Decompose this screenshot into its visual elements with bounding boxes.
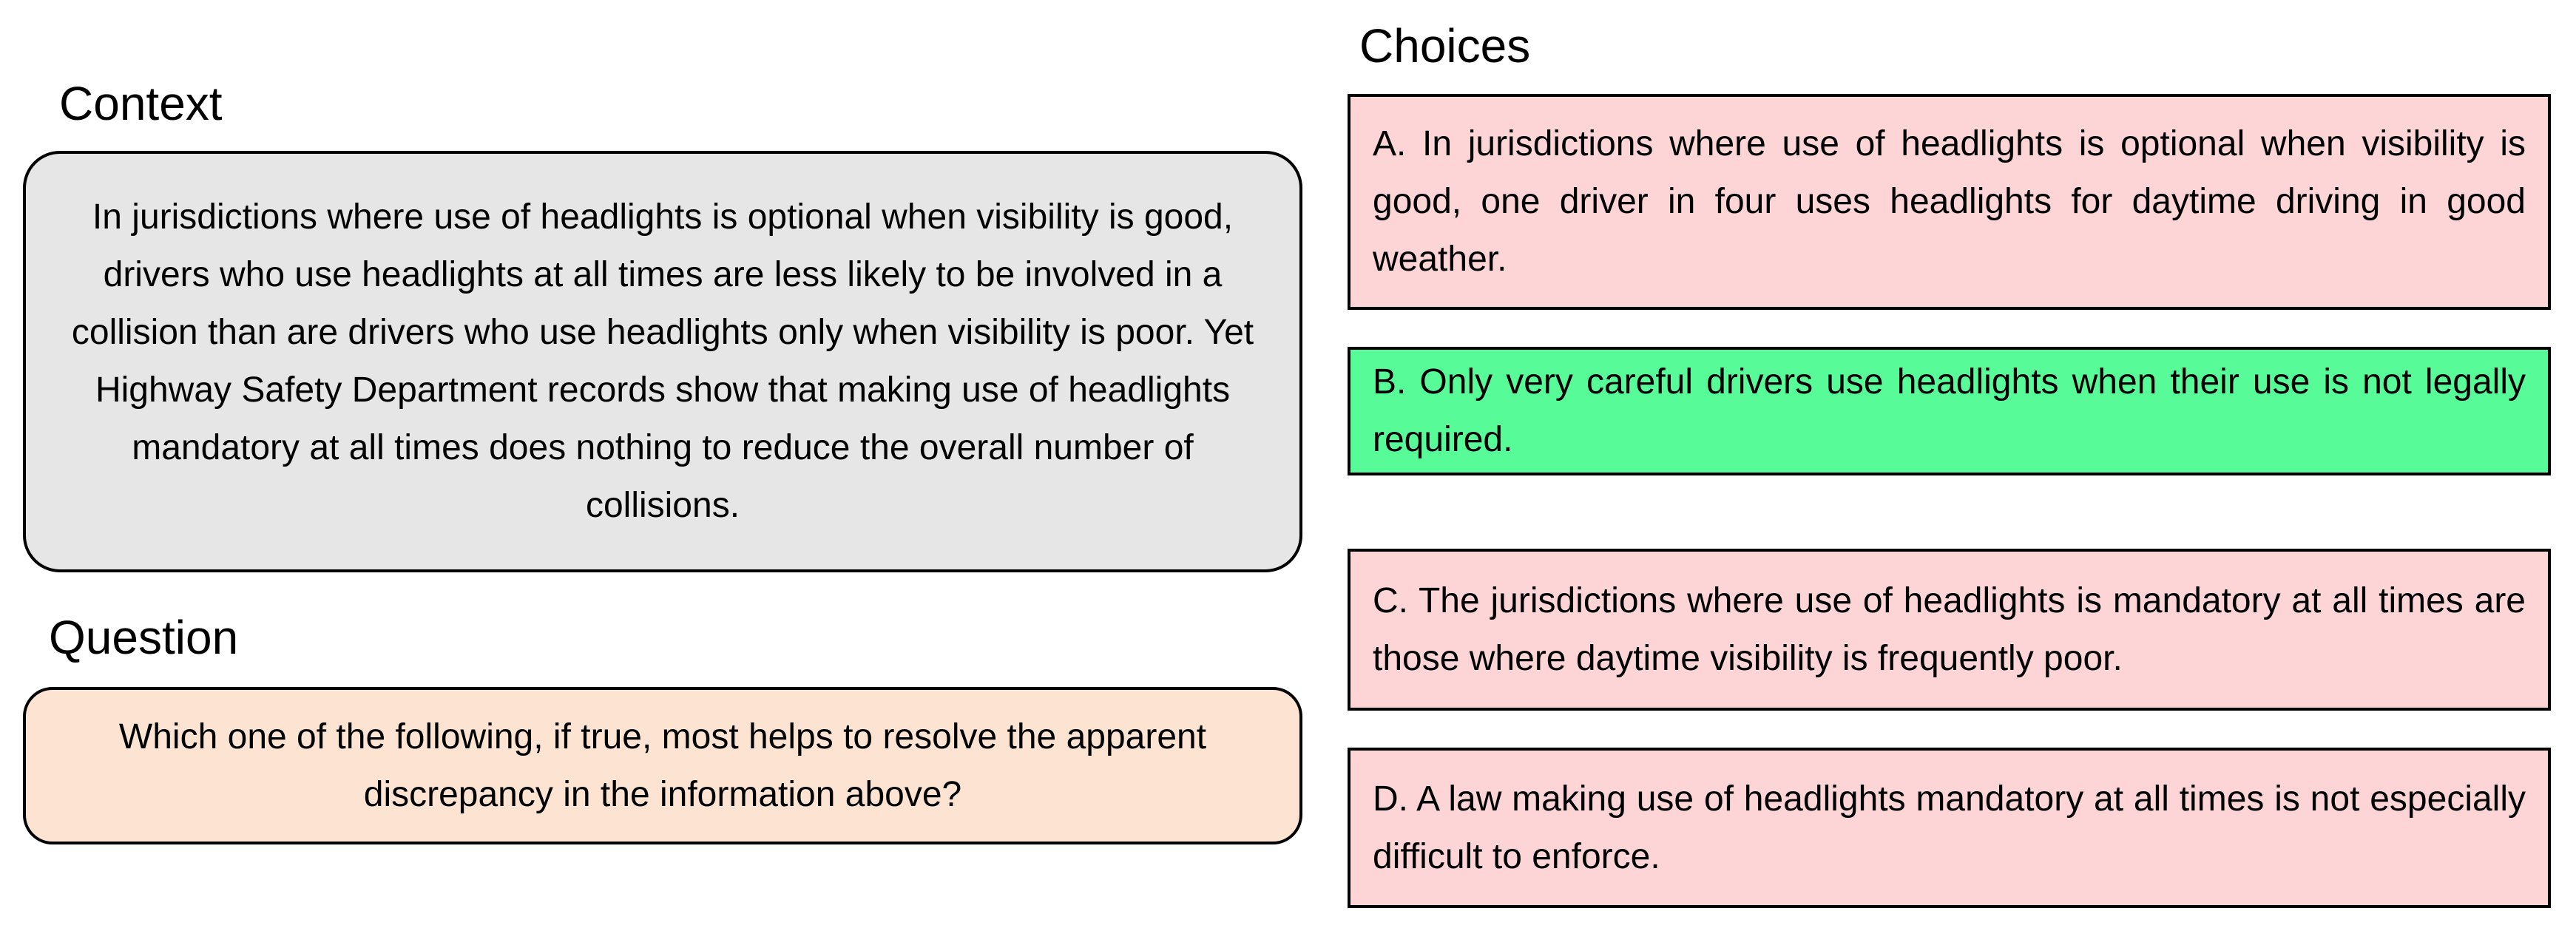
- context-box: In jurisdictions where use of headlights…: [23, 151, 1302, 572]
- choice-c: C. The jurisdictions where use of headli…: [1348, 549, 2551, 711]
- choice-a: A. In jurisdictions where use of headlig…: [1348, 94, 2551, 310]
- context-heading: Context: [59, 77, 223, 130]
- choice-d: D. A law making use of headlights mandat…: [1348, 748, 2551, 908]
- question-heading: Question: [49, 611, 239, 664]
- choices-heading: Choices: [1359, 19, 1531, 72]
- question-text: Which one of the following, if true, mos…: [118, 717, 1207, 814]
- choice-b-correct: B. Only very careful drivers use headlig…: [1348, 347, 2551, 475]
- question-box: Which one of the following, if true, mos…: [23, 687, 1302, 844]
- choice-a-text: A. In jurisdictions where use of headlig…: [1373, 124, 2526, 279]
- choice-d-text: D. A law making use of headlights mandat…: [1373, 779, 2526, 876]
- choice-c-text: C. The jurisdictions where use of headli…: [1373, 580, 2526, 678]
- context-text: In jurisdictions where use of headlights…: [71, 197, 1254, 525]
- choice-b-text: B. Only very careful drivers use headlig…: [1373, 362, 2526, 459]
